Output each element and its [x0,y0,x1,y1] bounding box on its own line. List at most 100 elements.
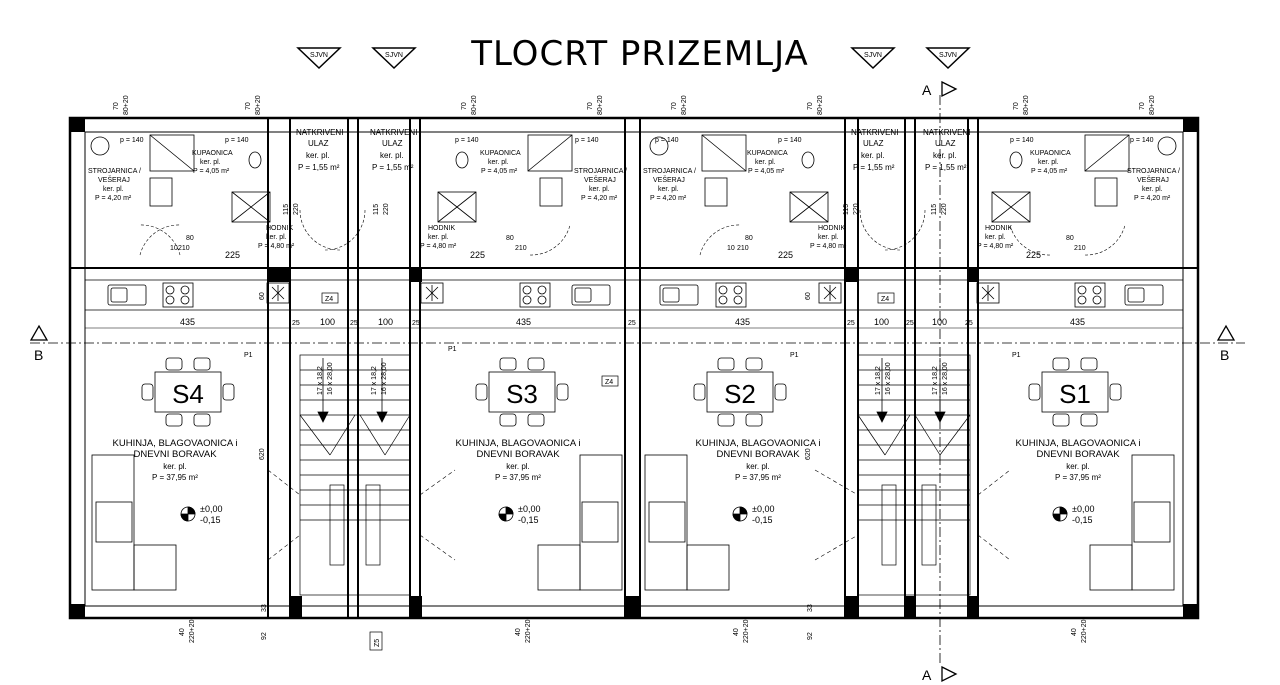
svg-text:P = 4,20 m²: P = 4,20 m² [95,195,132,202]
svg-text:620: 620 [259,448,266,460]
svg-text:STROJARNICA /: STROJARNICA / [574,168,627,175]
svg-text:p = 140: p = 140 [778,137,802,144]
stair-right [857,354,971,596]
chair-icon [165,413,183,427]
svg-text:KUPAONICA: KUPAONICA [192,150,233,157]
svg-text:Z4: Z4 [881,296,889,303]
svg-text:620: 620 [805,448,812,460]
svg-text:92: 92 [261,632,268,640]
burner-icon [537,285,547,295]
sink-icon [1124,284,1164,306]
svg-text:17 x 18,2: 17 x 18,2 [932,366,939,395]
sofa-chaise-icon [686,544,730,591]
svg-text:210: 210 [1074,245,1086,252]
north-mark-2-icon: SJVN [371,47,417,70]
sink-icon [571,284,611,306]
svg-text:225: 225 [778,250,793,260]
svg-text:25: 25 [350,320,358,327]
svg-text:KUPAONICA: KUPAONICA [747,150,788,157]
svg-text:220+20: 220+20 [743,619,750,643]
section-a-top: A [922,80,958,98]
svg-text:80+20: 80+20 [471,95,478,115]
svg-text:220: 220 [853,203,860,215]
svg-text:80: 80 [745,235,753,242]
svg-text:40: 40 [1071,628,1078,636]
dining-table-icon [154,371,222,413]
svg-text:KUHINJA, BLAGOVAONICA i: KUHINJA, BLAGOVAONICA i [696,438,821,449]
svg-text:P = 1,55 m²: P = 1,55 m² [853,163,895,172]
plan-title: TLOCRT PRIZEMLJA [471,34,809,74]
svg-text:80+20: 80+20 [597,95,604,115]
svg-text:±0,00: ±0,00 [1072,504,1094,514]
svg-text:HODNIK: HODNIK [428,225,456,232]
svg-text:16 x 28,00: 16 x 28,00 [327,362,334,395]
svg-text:115: 115 [843,204,850,215]
unit-s1: S1 KUHINJA, BLAGOVAONICA i DNEVNI BORAVA… [923,128,1180,525]
svg-text:KUHINJA, BLAGOVAONICA i: KUHINJA, BLAGOVAONICA i [456,438,581,449]
burner-icon [180,285,190,295]
svg-text:P = 4,80 m²: P = 4,80 m² [258,243,295,250]
dining-table-icon [706,371,774,413]
svg-text:HODNIK: HODNIK [985,225,1013,232]
svg-text:P = 1,55 m²: P = 1,55 m² [925,163,967,172]
svg-text:25: 25 [628,320,636,327]
dining-table-icon [488,371,556,413]
chair-icon [1080,357,1098,371]
svg-text:ker. pl.: ker. pl. [1038,159,1059,166]
burner-icon [1077,285,1087,295]
burner-icon [522,295,532,305]
chair-icon [222,383,235,401]
sofa-chaise-icon [1089,544,1133,591]
cooktop-icon [1074,282,1106,308]
burner-icon [1092,285,1102,295]
toilet-icon [455,151,469,169]
vent-box-icon [818,282,842,304]
sofa-seat-icon [95,501,133,543]
sofa-chaise-icon [537,544,581,591]
vent-icon [981,285,995,301]
arrow-head-icon [934,411,946,423]
arrow-head-icon [876,411,888,423]
chair-icon [745,357,763,371]
svg-text:ULAZ: ULAZ [382,139,403,148]
svg-text:40: 40 [733,628,740,636]
svg-text:ker. pl.: ker. pl. [306,151,330,160]
section-b-right: B [1216,324,1236,363]
party-walls [267,118,979,618]
svg-text:KUPAONICA: KUPAONICA [1030,150,1071,157]
svg-text:-0,15: -0,15 [518,515,539,525]
sofa-seat-icon [581,501,619,543]
burner-icon [733,285,743,295]
svg-text:ker. pl.: ker. pl. [658,186,679,193]
svg-text:70: 70 [1013,102,1020,110]
svg-text:220+20: 220+20 [525,619,532,643]
svg-text:DNEVNI BORAVAK: DNEVNI BORAVAK [1036,449,1120,460]
burner-icon [165,295,175,305]
chair-icon [774,383,787,401]
level-quadrant-icon [1059,506,1068,515]
svg-text:p = 140: p = 140 [455,137,479,144]
sink-basin-icon [662,287,680,303]
svg-text:VEŠERAJ: VEŠERAJ [653,175,685,184]
svg-text:P = 4,20 m²: P = 4,20 m² [1134,195,1171,202]
svg-text:ker. pl.: ker. pl. [1142,186,1163,193]
svg-text:70: 70 [671,102,678,110]
svg-text:70: 70 [113,102,120,110]
chair-icon [527,357,545,371]
svg-text:±0,00: ±0,00 [200,504,222,514]
svg-text:KUHINJA, BLAGOVAONICA i: KUHINJA, BLAGOVAONICA i [1016,438,1141,449]
svg-text:33: 33 [807,604,814,612]
svg-text:P = 1,55 m²: P = 1,55 m² [298,163,340,172]
chair-icon [556,383,569,401]
svg-text:±0,00: ±0,00 [518,504,540,514]
svg-text:P = 4,80 m²: P = 4,80 m² [810,243,847,250]
unit-s4: S4 KUHINJA, BLAGOVAONICA i DNEVNI BORAVA… [88,128,343,525]
svg-text:ker. pl.: ker. pl. [200,159,221,166]
svg-text:VEŠERAJ: VEŠERAJ [98,175,130,184]
svg-text:210: 210 [515,245,527,252]
svg-text:ker. pl.: ker. pl. [589,186,610,193]
chair-icon [193,357,211,371]
tag-z4-3: Z4 [877,292,895,304]
dining-table-icon [1041,371,1109,413]
